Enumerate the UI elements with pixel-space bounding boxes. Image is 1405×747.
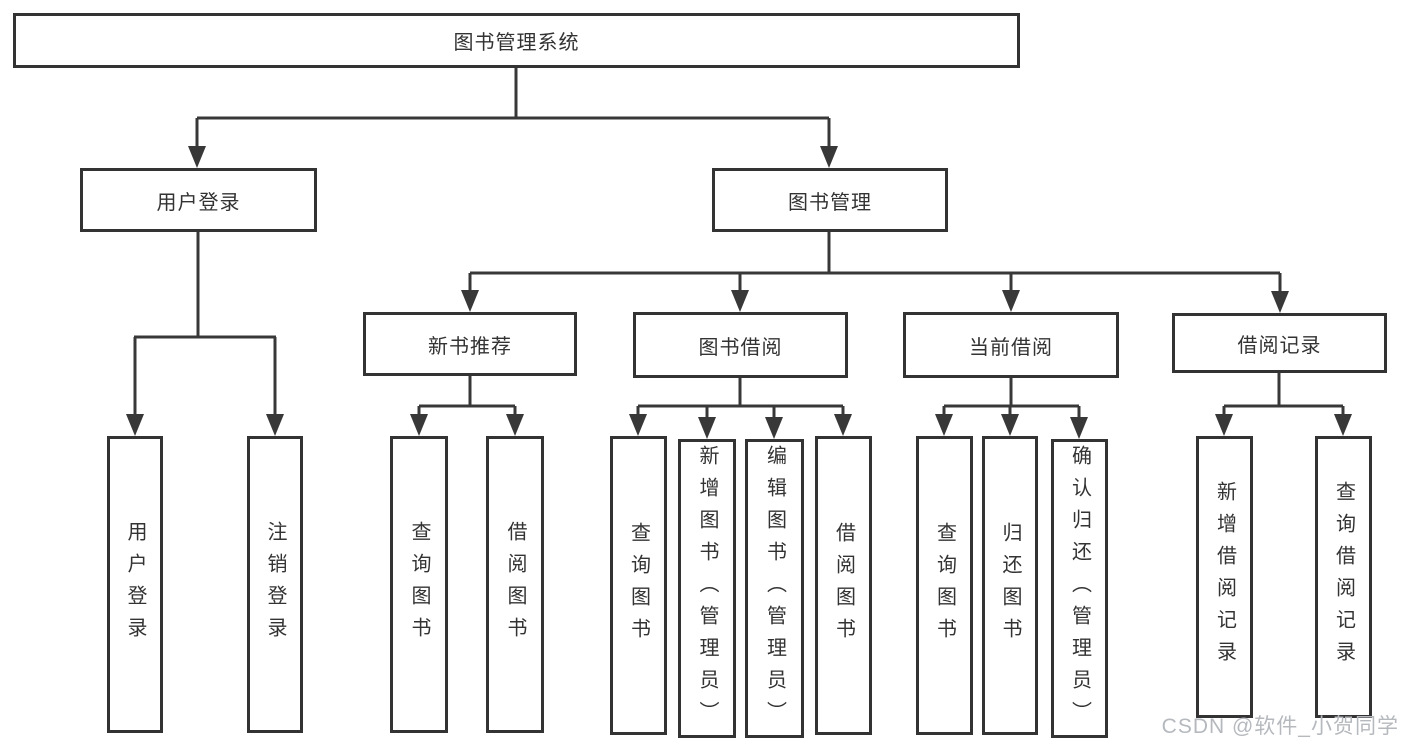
node-add-borrow-record: 新增借阅记录	[1196, 436, 1253, 718]
node-label: 新书推荐	[428, 335, 512, 358]
node-label: 注销登录	[264, 520, 286, 649]
node-library-management-system: 图书管理系统	[13, 13, 1020, 68]
node-logout-item: 注销登录	[247, 436, 303, 733]
node-edit-books-admin: 编辑图书（管理员）	[745, 439, 804, 738]
node-label: 图书管理	[788, 191, 872, 214]
node-label: 图书借阅	[698, 336, 783, 359]
node-label: 查询图书	[933, 521, 956, 650]
node-user-login: 用户登录	[80, 168, 317, 232]
node-label: 查询图书	[408, 520, 430, 649]
node-label: 新增借阅记录	[1213, 481, 1236, 673]
node-query-books-current: 查询图书	[916, 436, 973, 735]
node-label: 借阅记录	[1237, 334, 1322, 357]
node-label: 借阅图书	[504, 520, 526, 649]
node-borrowing-records: 借阅记录	[1172, 313, 1387, 373]
watermark: CSDN @软件_小贺同学	[1161, 715, 1399, 738]
node-label: 确认归还（管理员）	[1068, 444, 1091, 733]
node-user-login-item: 用户登录	[107, 436, 163, 733]
node-book-management: 图书管理	[712, 168, 948, 232]
node-label: 新增图书（管理员）	[696, 444, 718, 733]
node-label: 查询借阅记录	[1332, 481, 1355, 673]
node-book-borrowing: 图书借阅	[633, 312, 848, 378]
node-label: 查询图书	[627, 521, 650, 650]
node-label: 当前借阅	[969, 336, 1053, 359]
node-label: 图书管理系统	[453, 32, 580, 54]
node-return-books: 归还图书	[982, 436, 1038, 735]
node-query-books-newbook: 查询图书	[390, 436, 448, 733]
node-label: 用户登录	[124, 520, 146, 649]
node-label: 借阅图书	[832, 521, 855, 650]
node-query-borrow-record: 查询借阅记录	[1315, 436, 1372, 718]
node-confirm-return-admin: 确认归还（管理员）	[1051, 439, 1108, 738]
node-borrow-books-borrowing: 借阅图书	[815, 436, 872, 735]
node-current-borrowing: 当前借阅	[903, 312, 1119, 378]
node-add-books-admin: 新增图书（管理员）	[678, 439, 736, 738]
node-query-books-borrowing: 查询图书	[610, 436, 667, 735]
node-borrow-books-newbook: 借阅图书	[486, 436, 544, 733]
node-label: 编辑图书（管理员）	[763, 444, 786, 733]
node-new-book-recommendation: 新书推荐	[363, 312, 577, 376]
node-label: 用户登录	[156, 191, 241, 214]
node-label: 归还图书	[999, 521, 1021, 650]
